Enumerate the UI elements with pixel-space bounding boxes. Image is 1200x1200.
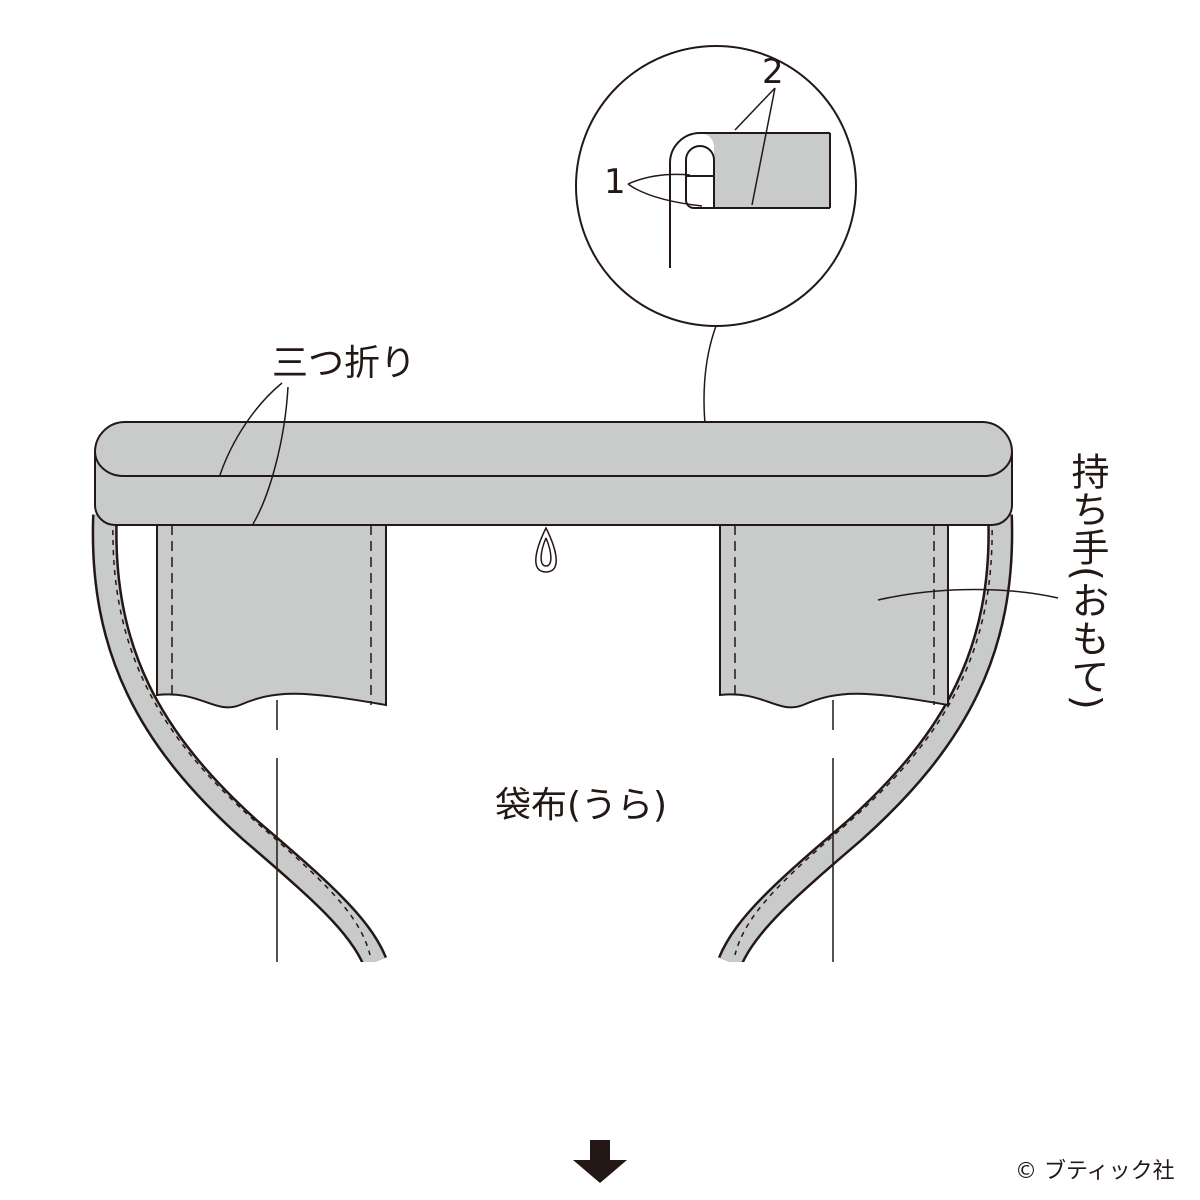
- detail-fold-inner: [685, 145, 830, 209]
- detail-band: [700, 133, 830, 208]
- bag-edge-left: [94, 514, 385, 967]
- top-band: [94, 421, 1013, 526]
- handle-right: [719, 519, 949, 709]
- leader-handle: [877, 588, 1059, 601]
- handle-left: [156, 519, 387, 709]
- detail-fold-outer: [669, 132, 830, 268]
- leader-tri-fold: [219, 382, 289, 525]
- leader-2: [734, 87, 776, 206]
- label-tri-fold: 三つ折り: [272, 343, 417, 384]
- label-handle: 持ち手(おもて): [1065, 452, 1109, 710]
- label-detail-1: 1: [604, 162, 626, 202]
- label-detail-2: 2: [762, 52, 784, 92]
- leader-1: [627, 173, 703, 207]
- copyright-text: © ブティック社: [1015, 1159, 1175, 1184]
- bag-edge-right: [720, 514, 1011, 967]
- arrow-down-icon: [573, 1140, 627, 1183]
- hanging-loop: [535, 526, 557, 573]
- label-bag-fabric: 袋布(うら): [495, 785, 668, 826]
